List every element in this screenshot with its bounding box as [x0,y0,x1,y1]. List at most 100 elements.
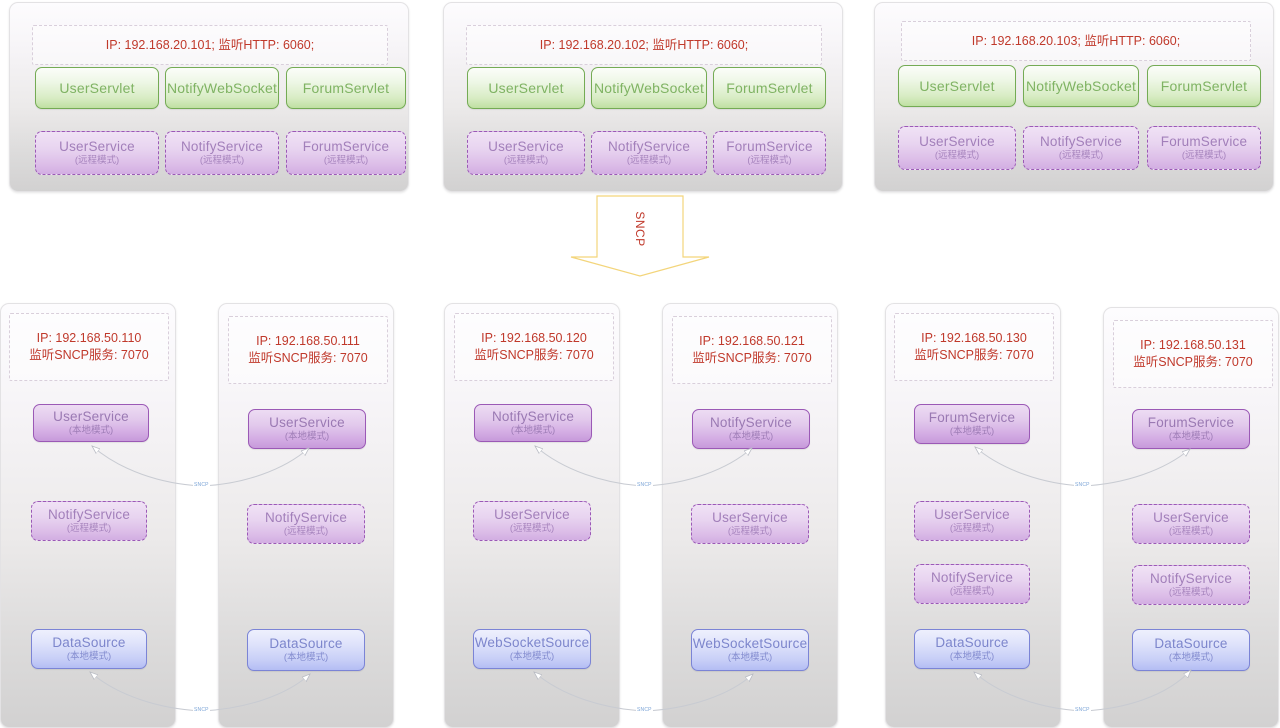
service-box-notifyservice-remote-2[interactable]: NotifyService (远程模式) [591,131,707,175]
ip-header-line1: IP: 192.168.50.131 [1140,338,1246,352]
node-box-datasource-local-b1[interactable]: DataSource (本地模式) [31,629,147,669]
servlet-box-notifywebsocket-1[interactable]: NotifyWebSocket [165,67,279,109]
node-mode: (本地模式) [509,650,555,662]
servlet-box-notifywebsocket-2[interactable]: NotifyWebSocket [591,67,707,109]
ip-header-3: IP: 192.168.20.103; 监听HTTP: 6060; [901,21,1251,61]
node-title: UserService [488,139,564,155]
node-title: NotifyWebSocket [1025,77,1137,94]
node-mode: (本地模式) [728,430,774,442]
servlet-box-userservlet-2[interactable]: UserServlet [467,67,585,109]
node-box-forumservice-local-b5[interactable]: ForumService (本地模式) [914,404,1030,444]
node-title: ForumServlet [1160,77,1248,94]
ip-header-line1: IP: 192.168.50.121 [699,334,805,348]
node-mode: (本地模式) [68,424,114,436]
servlet-box-forumservlet-2[interactable]: ForumServlet [713,67,826,109]
ip-header-line2: 监听SNCP服务: 7070 [692,351,812,365]
node-box-notifyservice-remote-b5[interactable]: NotifyService (远程模式) [914,564,1030,604]
node-mode: (远程模式) [949,585,995,597]
bottom-node-panel-2[interactable]: IP: 192.168.50.111 监听SNCP服务: 7070 UserSe… [218,303,394,728]
node-title: ForumService [1147,415,1235,431]
node-title: NotifyService [47,507,131,523]
ip-header-line2: 监听SNCP服务: 7070 [1133,355,1253,369]
node-box-notifyservice-remote-b2[interactable]: NotifyService (远程模式) [247,504,365,544]
node-mode: (本地模式) [1168,430,1214,442]
node-mode: (本地模式) [949,650,995,662]
node-title: UserService [59,139,135,155]
node-mode: (本地模式) [510,424,556,436]
service-box-forumservice-remote-3[interactable]: ForumService (远程模式) [1147,126,1261,170]
node-box-userservice-remote-b5[interactable]: UserService (远程模式) [914,501,1030,541]
node-title: NotifyWebSocket [593,79,705,96]
node-mode: (远程模式) [283,525,329,537]
node-box-userservice-remote-b4[interactable]: UserService (远程模式) [691,504,809,544]
curve-label-sncp-6: SNCP [1074,707,1091,713]
service-box-forumservice-remote-2[interactable]: ForumService (远程模式) [713,131,826,175]
node-title: DataSource [1154,636,1228,652]
curve-label-sncp-5: SNCP [1074,482,1091,488]
node-title: NotifyWebSocket [166,79,278,96]
node-title: NotifyService [930,570,1014,586]
node-mode: (远程模式) [1058,149,1104,161]
node-title: WebSocketSource [474,635,590,651]
service-box-userservice-remote-1[interactable]: UserService (远程模式) [35,131,159,175]
node-mode: (远程模式) [1181,149,1227,161]
bottom-node-panel-3[interactable]: IP: 192.168.50.120 监听SNCP服务: 7070 Notify… [444,303,620,728]
node-box-userservice-local-b2[interactable]: UserService (本地模式) [248,409,366,449]
node-title: UserService [934,507,1010,523]
servlet-box-notifywebsocket-3[interactable]: NotifyWebSocket [1023,65,1139,107]
node-mode: (远程模式) [74,154,120,166]
node-mode: (远程模式) [323,154,369,166]
service-box-notifyservice-remote-1[interactable]: NotifyService (远程模式) [165,131,279,175]
node-mode: (远程模式) [509,522,555,534]
node-box-notifyservice-local-b3[interactable]: NotifyService (本地模式) [474,404,592,442]
ip-header-b5: IP: 192.168.50.130 监听SNCP服务: 7070 [894,313,1054,381]
ip-header-2: IP: 192.168.20.102; 监听HTTP: 6060; [466,25,822,65]
node-mode: (远程模式) [503,154,549,166]
node-title: NotifyService [1149,571,1233,587]
node-title: NotifyService [180,139,264,155]
service-box-userservice-remote-2[interactable]: UserService (远程模式) [467,131,585,175]
node-box-userservice-remote-b3[interactable]: UserService (远程模式) [473,501,591,541]
top-node-panel-3[interactable]: IP: 192.168.20.103; 监听HTTP: 6060; UserSe… [874,2,1274,192]
node-box-notifyservice-remote-b6[interactable]: NotifyService (远程模式) [1132,565,1250,605]
node-box-datasource-local-b2[interactable]: DataSource (本地模式) [247,629,365,671]
bottom-node-panel-4[interactable]: IP: 192.168.50.121 监听SNCP服务: 7070 Notify… [662,303,838,728]
bottom-node-panel-1[interactable]: IP: 192.168.50.110 监听SNCP服务: 7070 UserSe… [0,303,176,728]
ip-header-b1: IP: 192.168.50.110 监听SNCP服务: 7070 [9,313,169,381]
node-mode: (本地模式) [66,650,112,662]
curve-label-sncp-1: SNCP [193,482,210,488]
node-box-userservice-local-b1[interactable]: UserService (本地模式) [33,404,149,442]
top-node-panel-2[interactable]: IP: 192.168.20.102; 监听HTTP: 6060; UserSe… [443,2,843,192]
node-box-notifyservice-remote-b1[interactable]: NotifyService (远程模式) [31,501,147,541]
node-box-notifyservice-local-b4[interactable]: NotifyService (本地模式) [692,409,810,449]
ip-header-b2: IP: 192.168.50.111 监听SNCP服务: 7070 [228,316,388,384]
node-title: UserService [1153,510,1229,526]
ip-header-line1: IP: 192.168.50.111 [256,334,360,348]
node-box-datasource-local-b5[interactable]: DataSource (本地模式) [914,629,1030,669]
service-box-userservice-remote-3[interactable]: UserService (远程模式) [898,126,1016,170]
node-box-datasource-local-b6[interactable]: DataSource (本地模式) [1132,629,1250,671]
ip-header-line1: IP: 192.168.50.130 [921,331,1027,345]
node-box-userservice-remote-b6[interactable]: UserService (远程模式) [1132,504,1250,544]
node-title: NotifyService [1039,134,1123,150]
node-mode: (本地模式) [283,651,329,663]
servlet-box-userservlet-3[interactable]: UserServlet [898,65,1016,107]
ip-header-line2: 监听SNCP服务: 7070 [29,348,149,362]
servlet-box-forumservlet-3[interactable]: ForumServlet [1147,65,1261,107]
bottom-node-panel-6[interactable]: IP: 192.168.50.131 监听SNCP服务: 7070 ForumS… [1103,307,1279,728]
top-node-panel-1[interactable]: IP: 192.168.20.101; 监听HTTP: 6060; UserSe… [9,2,409,192]
node-box-forumservice-local-b6[interactable]: ForumService (本地模式) [1132,409,1250,449]
service-box-forumservice-remote-1[interactable]: ForumService (远程模式) [286,131,406,175]
servlet-box-forumservlet-1[interactable]: ForumServlet [286,67,406,109]
node-mode: (本地模式) [1168,651,1214,663]
servlet-box-userservlet-1[interactable]: UserServlet [35,67,159,109]
node-title: ForumService [928,410,1016,426]
ip-header-line2: 监听SNCP服务: 7070 [248,351,368,365]
service-box-notifyservice-remote-3[interactable]: NotifyService (远程模式) [1023,126,1139,170]
node-title: UserService [712,510,788,526]
bottom-node-panel-5[interactable]: IP: 192.168.50.130 监听SNCP服务: 7070 ForumS… [885,303,1061,728]
node-box-websocketsource-local-b4[interactable]: WebSocketSource (本地模式) [691,629,809,671]
node-box-websocketsource-local-b3[interactable]: WebSocketSource (本地模式) [473,629,591,669]
node-title: UserServlet [59,79,135,96]
